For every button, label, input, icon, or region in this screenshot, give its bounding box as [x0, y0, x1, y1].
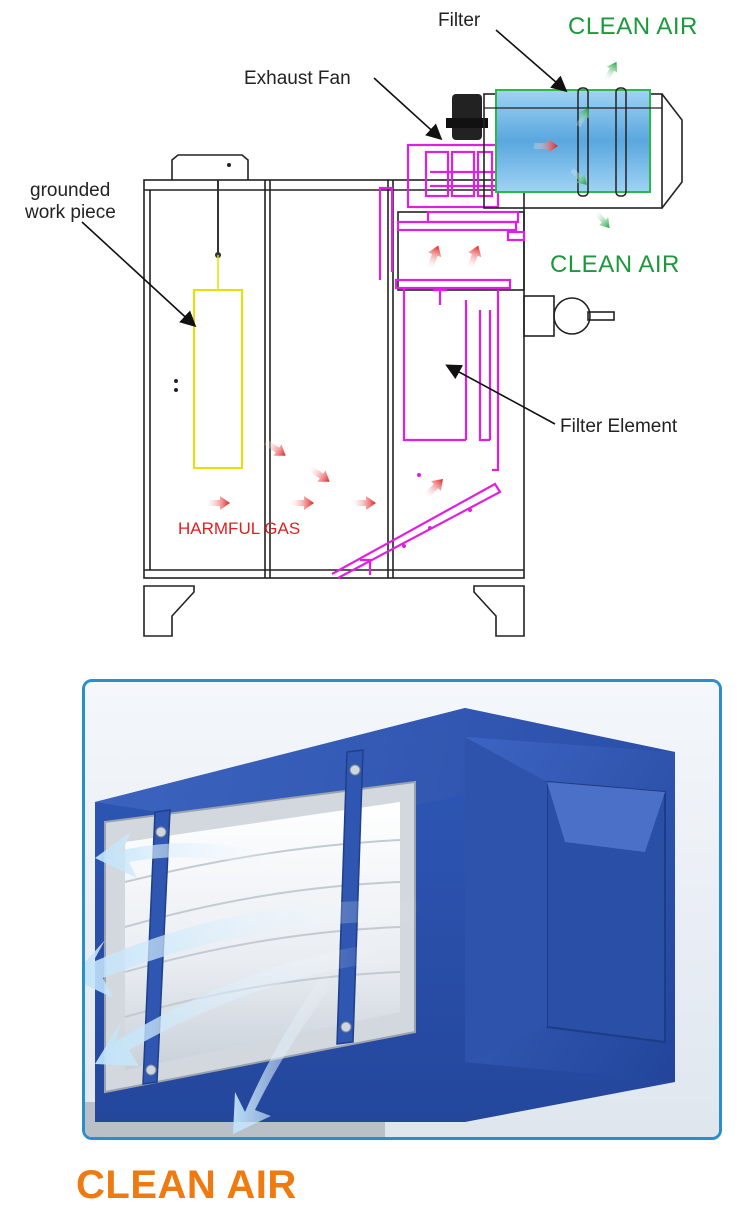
filter-label: Filter: [438, 10, 481, 31]
filter-element-label: Filter Element: [560, 416, 678, 437]
filter-housing-photo: [82, 679, 722, 1140]
cabinet-dot: [174, 388, 178, 392]
duct-bolts: [402, 473, 472, 548]
cabinet: [143, 154, 615, 637]
magenta-duct: [331, 143, 526, 579]
grounded-label: grounded: [30, 180, 111, 201]
work-piece-hanger: [193, 180, 243, 469]
exhaust-fan-motor: [446, 94, 488, 140]
harmful-gas-arrows: [206, 139, 558, 510]
cabinet-dot: [174, 379, 178, 383]
filter-housing: [483, 87, 683, 209]
clean-air-swooshes: [85, 832, 423, 1134]
leader-lines: [81, 29, 568, 425]
work-piece: [193, 289, 243, 469]
filter-housing-illustration: [85, 682, 719, 1137]
work-piece-label: work piece: [25, 202, 116, 223]
filter-cartridge: [495, 89, 651, 193]
harmful-gas-label: HARMFUL GAS: [178, 519, 301, 538]
clean-air-mid-label: CLEAN AIR: [550, 251, 680, 278]
clean-air-heading: CLEAN AIR: [76, 1163, 297, 1207]
exhaust-fan-label: Exhaust Fan: [244, 68, 351, 89]
clean-air-top-label: CLEAN AIR: [568, 13, 698, 40]
cabinet-dot: [227, 163, 231, 167]
fume-extractor-diagram: [81, 29, 683, 637]
